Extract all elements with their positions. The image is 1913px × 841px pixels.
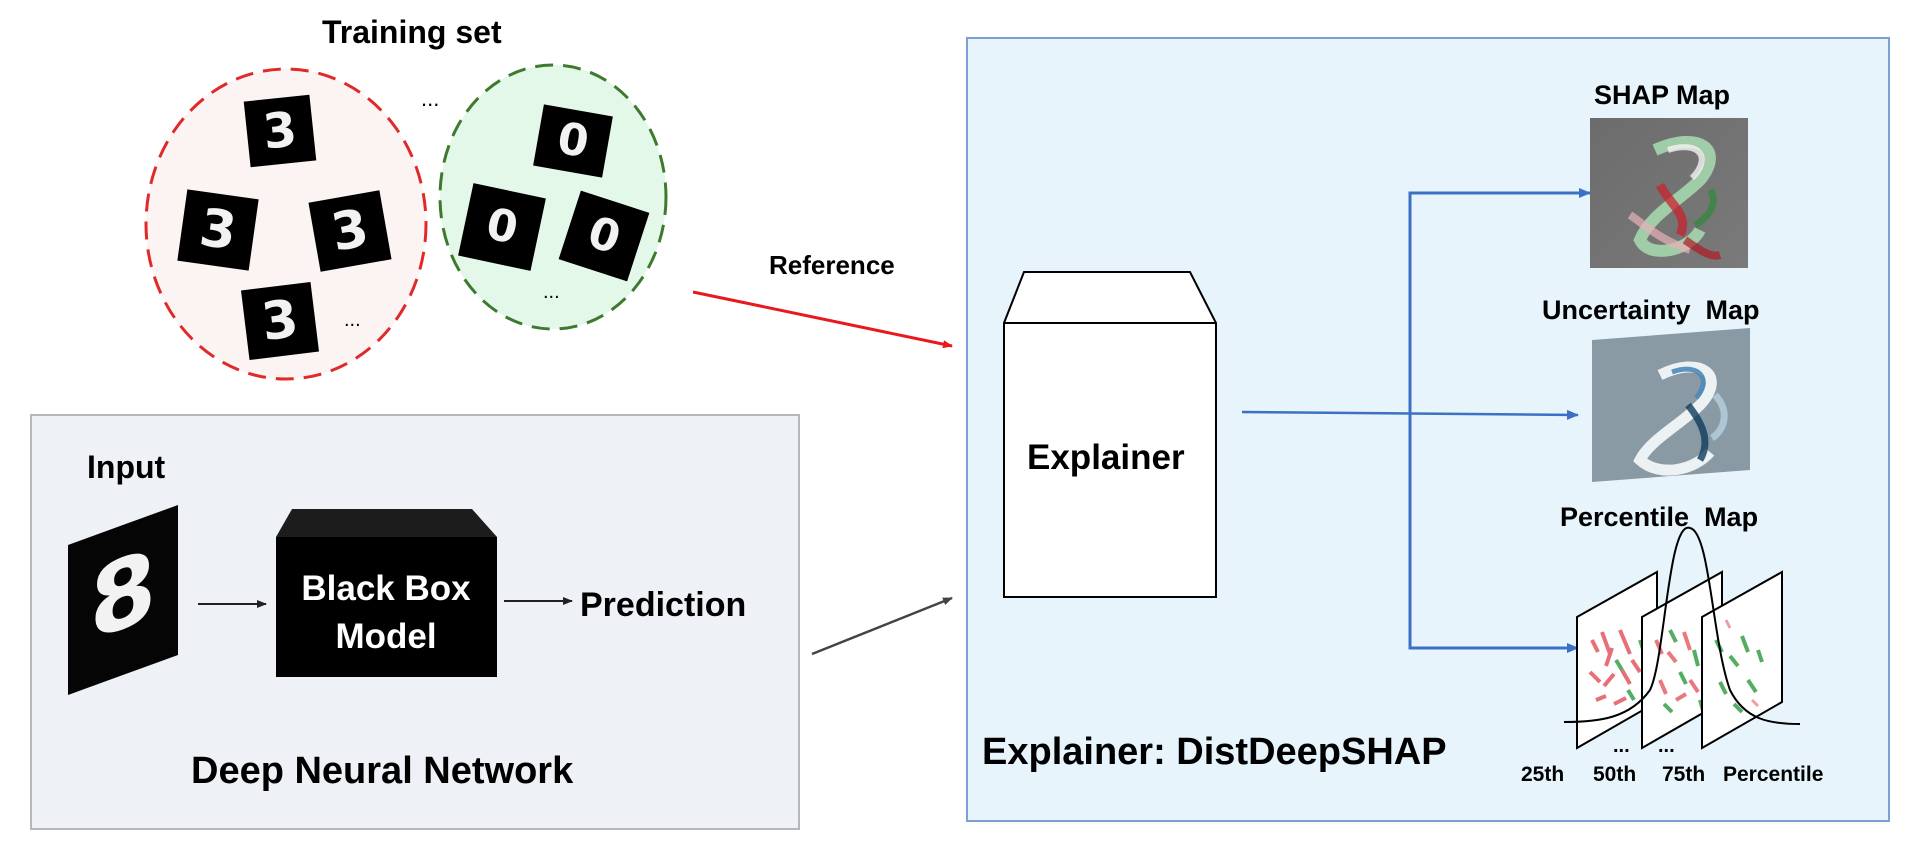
training-digit-three-3: 3 xyxy=(308,190,392,272)
input-digit-image xyxy=(68,505,178,695)
group-zero-ellipsis: ... xyxy=(543,281,560,303)
training-set-ellipsis: ... xyxy=(421,86,440,111)
training-digit-three-2: 3 xyxy=(177,189,259,271)
percentile-tick-50th: 50th xyxy=(1593,763,1637,786)
black-box-model xyxy=(276,537,497,677)
reference-arrow xyxy=(692,290,953,349)
training-group-three xyxy=(144,67,428,381)
prediction-label: Prediction xyxy=(580,586,747,624)
reference-label: Reference xyxy=(769,250,895,280)
training-digit-three-4: 3 xyxy=(240,281,320,361)
percentile-ellipsis-2: ... xyxy=(1658,735,1675,757)
percentile-ellipsis-1: ... xyxy=(1613,735,1630,757)
black-box-model-top xyxy=(276,509,497,537)
uncertainty-map-image xyxy=(1592,328,1750,482)
percentile-map-label: Percentile Map xyxy=(1560,502,1759,532)
training-digit-zero-1: 0 xyxy=(533,104,613,178)
explainer-box xyxy=(1003,271,1217,598)
shap-map-image xyxy=(1590,118,1748,268)
explainer-panel-title: Explainer: DistDeepSHAP xyxy=(982,731,1447,773)
percentile-axis-label: Percentile xyxy=(1723,763,1824,786)
explainer-box-label: Explainer xyxy=(1027,438,1185,477)
percentile-distribution-curve xyxy=(1563,526,1801,725)
uncertainty-map-label: Uncertainty Map xyxy=(1542,295,1760,325)
black-box-label-line1: Black Box xyxy=(301,569,471,608)
training-set-title: Training set xyxy=(322,14,502,50)
black-box-model-label: Black Box Model xyxy=(276,565,496,661)
training-digit-three-1: 3 xyxy=(243,94,317,168)
black-box-label-line2: Model xyxy=(335,617,437,656)
percentile-tick-75th: 75th xyxy=(1662,763,1706,786)
shap-map-label: SHAP Map xyxy=(1594,80,1731,110)
dnn-to-explainer-arrow xyxy=(811,596,953,656)
training-digit-zero-2: 0 xyxy=(458,183,546,271)
group-three-ellipsis: ... xyxy=(344,309,361,331)
explainer-branch-line xyxy=(1408,191,1588,650)
percentile-tick-25th: 25th xyxy=(1521,763,1565,786)
dnn-panel-title: Deep Neural Network xyxy=(191,750,574,792)
input-label: Input xyxy=(87,449,166,485)
